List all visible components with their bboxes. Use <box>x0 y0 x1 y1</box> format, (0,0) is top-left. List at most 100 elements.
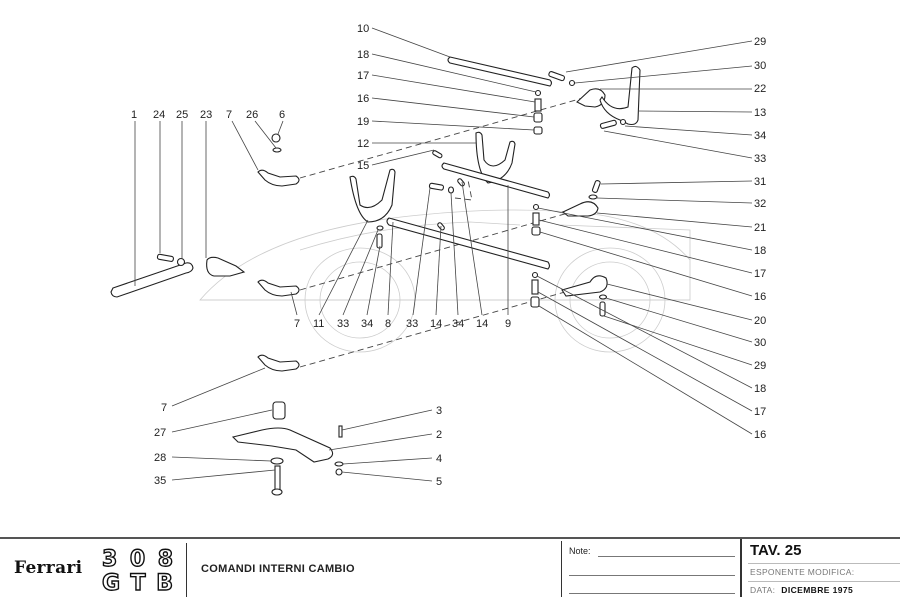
arm-7-middle <box>257 279 300 297</box>
callout-label: 17 <box>357 70 369 82</box>
callout-label: 17 <box>754 406 766 418</box>
washer-30 <box>568 79 576 87</box>
rod-10 <box>447 56 553 87</box>
bolt-35 <box>274 465 281 491</box>
callout-label: 27 <box>154 427 166 439</box>
note-label: Note: <box>569 546 591 556</box>
axis-line <box>454 179 473 201</box>
callout-label: 1 <box>131 109 137 121</box>
car-silhouette-background <box>199 209 691 353</box>
callout-label: 16 <box>754 291 766 303</box>
callout-label: 31 <box>754 176 766 188</box>
callout-label: 11 <box>313 318 324 330</box>
callout-label: 35 <box>154 475 166 487</box>
callout-label: 7 <box>161 402 167 414</box>
callout-label: 18 <box>357 49 369 61</box>
pin-14-b <box>457 178 465 187</box>
callout-label: 34 <box>452 318 464 330</box>
bolt-34-low <box>376 233 383 249</box>
callout-label: 16 <box>754 429 766 441</box>
axis-line <box>299 289 573 368</box>
note-line <box>569 575 735 576</box>
spring-17 <box>534 98 542 112</box>
callout-label: 14 <box>476 318 488 330</box>
date-label: DATA: <box>750 585 776 595</box>
fork-11 <box>349 168 396 223</box>
note-line <box>569 593 735 594</box>
date-value: DICEMBRE 1975 <box>781 585 854 595</box>
callout-label: 17 <box>754 268 766 280</box>
bracket-2 <box>231 427 334 463</box>
stud-3 <box>338 425 343 438</box>
notes-cell: Note: <box>562 539 740 597</box>
callout-label: 33 <box>754 153 766 165</box>
callout-label: 34 <box>754 130 766 142</box>
bushing-27 <box>272 401 286 420</box>
washer-30-low <box>598 294 608 300</box>
arm-7-lower <box>257 354 300 372</box>
selector-23 <box>206 256 246 277</box>
washer-28 <box>270 457 284 465</box>
callout-label: 2 <box>436 429 442 441</box>
callout-label: 19 <box>357 116 369 128</box>
spring-17-low <box>531 279 539 295</box>
ball-18-low <box>531 271 539 279</box>
note-line <box>598 556 735 557</box>
info-cell: TAV. 25 ESPONENTE MODIFICA: DATA:DICEMBR… <box>742 539 900 597</box>
drawing-title: COMANDI INTERNI CAMBIO <box>201 563 355 575</box>
callout-label: 23 <box>200 109 212 121</box>
nut-6 <box>271 133 281 143</box>
callout-label: 7 <box>294 318 300 330</box>
callout-label: 6 <box>279 109 285 121</box>
callout-label: 18 <box>754 383 766 395</box>
axis-line <box>299 210 576 291</box>
rod-9 <box>441 162 551 199</box>
nut-25 <box>176 257 186 267</box>
bolt-31 <box>591 180 601 193</box>
divider <box>561 541 562 597</box>
description-cell: COMANDI INTERNI CAMBIO <box>187 539 561 597</box>
parts <box>110 56 641 496</box>
callout-label: 15 <box>357 160 369 172</box>
callout-label: 20 <box>754 315 766 327</box>
rod-8 <box>386 217 551 270</box>
ball-18-mid <box>532 203 540 211</box>
nut-5 <box>335 468 343 476</box>
ball-18 <box>534 89 542 97</box>
callout-label: 24 <box>153 109 165 121</box>
revision-label: ESPONENTE MODIFICA: <box>750 567 855 577</box>
callout-label: 8 <box>385 318 391 330</box>
washer-33-low <box>376 225 384 231</box>
ferrari-logo: Ferrari <box>14 558 83 578</box>
callout-label: 13 <box>754 107 766 119</box>
callout-label: 32 <box>754 198 766 210</box>
callout-label: 3 <box>436 405 442 417</box>
callout-label: 28 <box>154 452 166 464</box>
callout-label: 5 <box>436 476 442 488</box>
divider <box>740 539 742 597</box>
callout-label: 21 <box>754 222 766 234</box>
model-badge: 308 GTB <box>101 546 173 593</box>
callout-label: 25 <box>176 109 188 121</box>
plunger-16-mid <box>531 226 541 236</box>
date-row: DATA: DICEMBRE 1975 <box>750 585 853 595</box>
callout-label: 30 <box>754 337 766 349</box>
callout-label: 22 <box>754 83 766 95</box>
callout-label: 10 <box>357 23 369 35</box>
fork-12 <box>475 131 516 184</box>
fork-13 <box>599 65 641 126</box>
title-block: Ferrari 308 GTB COMANDI INTERNI CAMBIO N… <box>0 537 900 597</box>
callout-labels: 1 24 25 23 7 26 6 10 18 17 16 19 12 15 2… <box>131 23 766 488</box>
callout-label: 9 <box>505 318 511 330</box>
callout-label: 16 <box>357 93 369 105</box>
separator <box>748 563 900 564</box>
callout-label: 12 <box>357 138 369 150</box>
exploded-parts-diagram: 1 24 25 23 7 26 6 10 18 17 16 19 12 15 2… <box>110 23 766 496</box>
shaft-1 <box>110 262 194 298</box>
washer-34-center <box>447 186 455 194</box>
callout-label: 34 <box>361 318 373 330</box>
washer-4 <box>334 461 344 467</box>
logo-cell: Ferrari 308 GTB <box>0 539 186 597</box>
leader-lines <box>134 27 753 482</box>
divider <box>186 543 187 597</box>
